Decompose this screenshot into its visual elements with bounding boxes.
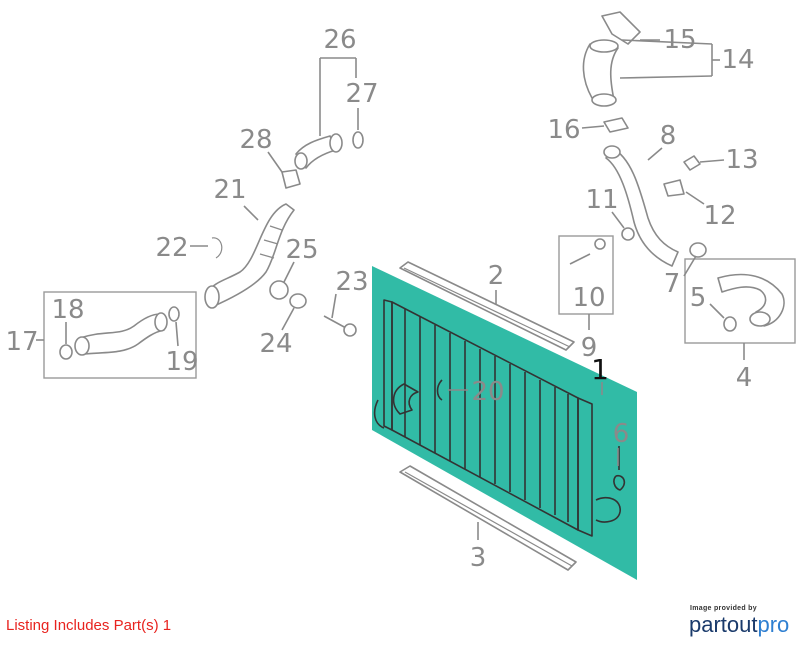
leader-lines [36,39,745,540]
callout-7: 7 [664,269,681,299]
callout-15: 15 [663,25,696,55]
seal-ring-27[interactable] [352,131,364,149]
callout-19: 19 [165,347,198,377]
hose-14[interactable] [582,39,619,107]
brand-logo-main: partout [689,612,758,637]
callout-20: 20 [471,377,504,407]
callout-26: 26 [323,25,356,55]
clamp-15[interactable] [601,11,641,45]
bolt-10[interactable] [569,238,606,265]
callout-11: 11 [585,185,618,215]
callout-24: 24 [259,329,292,359]
brand-caption: Image provided by [690,605,757,612]
callout-22: 22 [155,233,188,263]
callout-12: 12 [703,201,736,231]
callout-25: 25 [285,235,318,265]
seal-ring-19[interactable] [168,306,180,322]
listing-note: Listing Includes Part(s) 1 [6,617,172,634]
group-box-4 [684,258,796,344]
bushing-25[interactable] [269,280,289,300]
callout-17: 17 [5,327,38,357]
callout-labels: 1 2 3 4 5 6 7 8 9 10 11 12 13 14 15 16 1… [5,25,758,573]
seal-ring-5[interactable] [723,316,737,332]
callout-27: 27 [345,79,378,109]
callout-4: 4 [736,363,753,393]
callout-8: 8 [660,121,677,151]
bushing-24[interactable] [289,293,307,309]
clamp-16[interactable] [603,117,629,133]
callout-1: 1 [591,353,609,386]
callout-28: 28 [239,125,272,155]
lower-mount-strip[interactable] [399,465,577,571]
callout-6: 6 [613,419,630,449]
callout-5: 5 [690,283,707,313]
brand-logo-accent: pro [757,612,790,637]
callout-23: 23 [335,267,368,297]
callout-21: 21 [213,175,246,205]
pipe-8[interactable] [603,145,679,267]
callout-16: 16 [547,115,580,145]
seal-ring-18[interactable] [59,344,73,360]
callout-18: 18 [51,295,84,325]
bracket-12[interactable] [663,179,685,197]
hose-4[interactable] [717,273,785,327]
callout-14: 14 [721,45,754,75]
callout-2: 2 [488,261,505,291]
upper-mount-strip[interactable] [399,261,575,351]
group-box-17 [43,291,197,379]
clamp-28[interactable] [281,169,301,189]
group-box-9 [558,235,614,315]
callout-9: 9 [581,333,598,363]
callout-13: 13 [725,145,758,175]
intercooler-highlight[interactable] [372,266,637,580]
clip-22[interactable] [211,237,223,259]
charge-pipe-26[interactable] [294,133,343,170]
bolt-23[interactable] [323,315,357,337]
callout-3: 3 [470,543,487,573]
charge-pipe-21[interactable] [204,203,295,309]
bolt-13[interactable] [683,155,701,171]
brand-logo[interactable]: partoutpro [689,612,789,638]
bolt-11[interactable] [621,227,635,241]
callout-10: 10 [572,283,605,313]
clamp-7[interactable] [689,242,707,258]
pipe-17[interactable] [74,312,168,356]
